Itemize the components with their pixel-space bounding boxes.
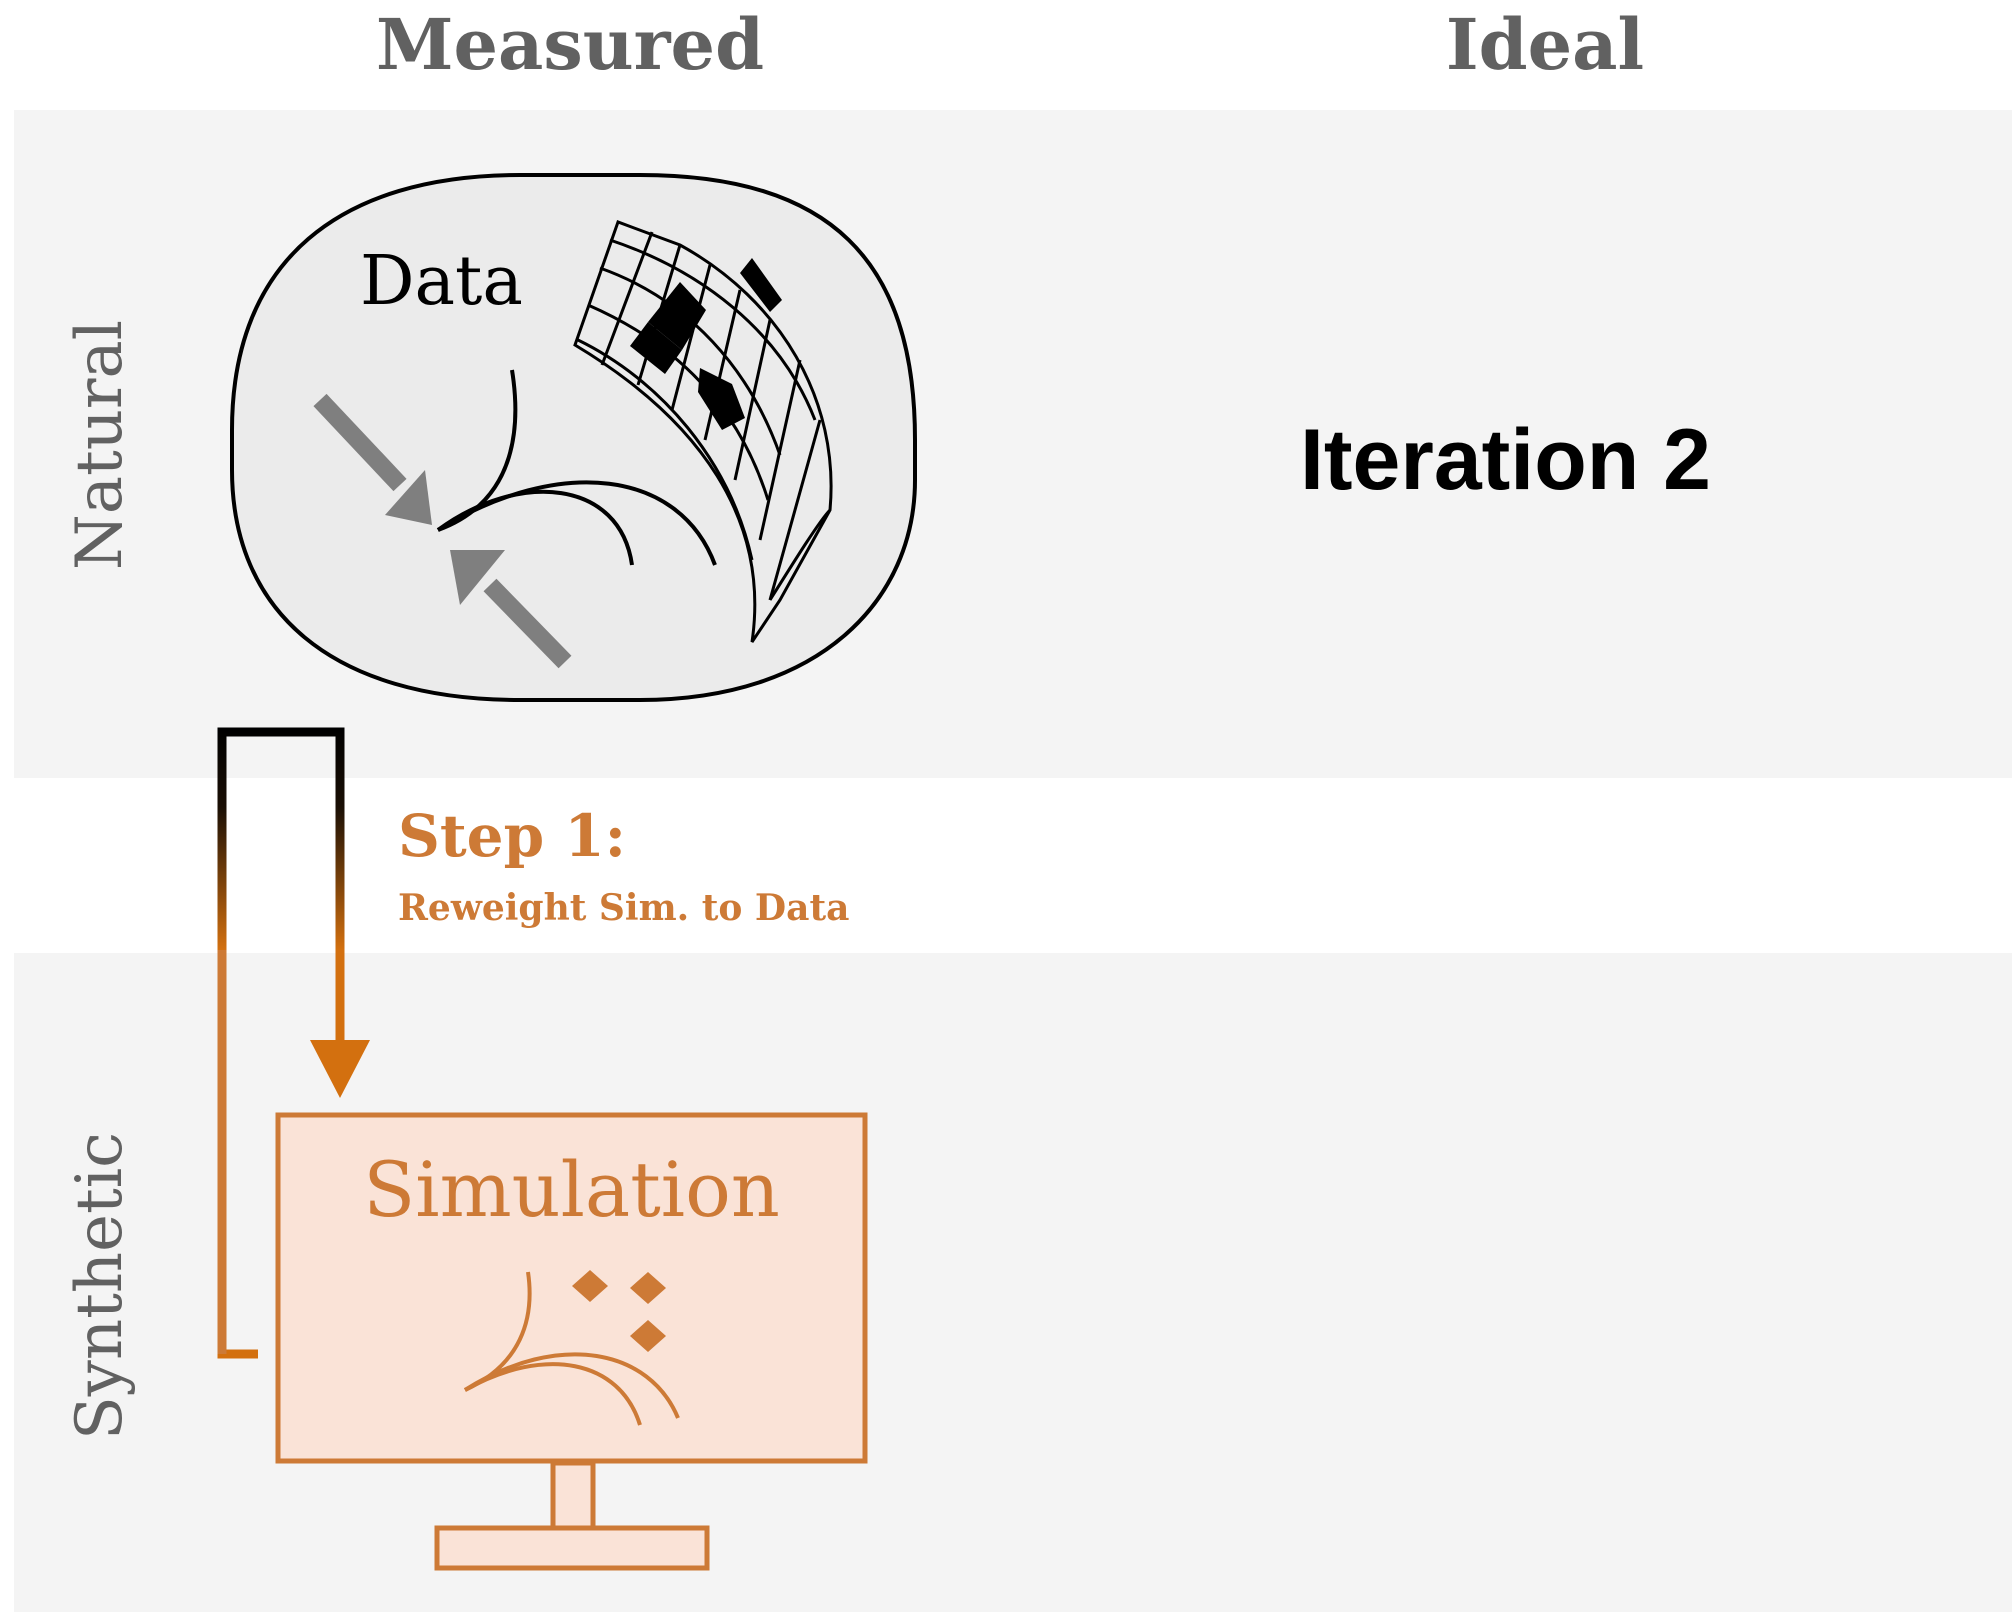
detector-grid (573, 220, 833, 643)
data-blob (230, 173, 917, 702)
monitor-neck (550, 1460, 596, 1531)
simulated-hits (572, 1270, 666, 1352)
monitor-stand (434, 1525, 710, 1571)
particle-tracks (436, 369, 717, 566)
iteration-label: Iteration 2 (1300, 412, 1711, 508)
step1-title: Step 1: (398, 802, 627, 870)
simulated-tracks (463, 1271, 680, 1426)
step1-arrowhead (310, 1040, 370, 1098)
collision-arrows (313, 393, 572, 669)
step1-loop-connector (217, 727, 345, 1359)
step1-subtitle: Reweight Sim. to Data (398, 887, 850, 929)
column-header-ideal: Ideal (1445, 3, 1645, 86)
data-label: Data (360, 242, 523, 321)
column-header-measured: Measured (375, 3, 765, 86)
monitor-screen (275, 1112, 868, 1464)
simulation-label: Simulation (363, 1145, 780, 1234)
